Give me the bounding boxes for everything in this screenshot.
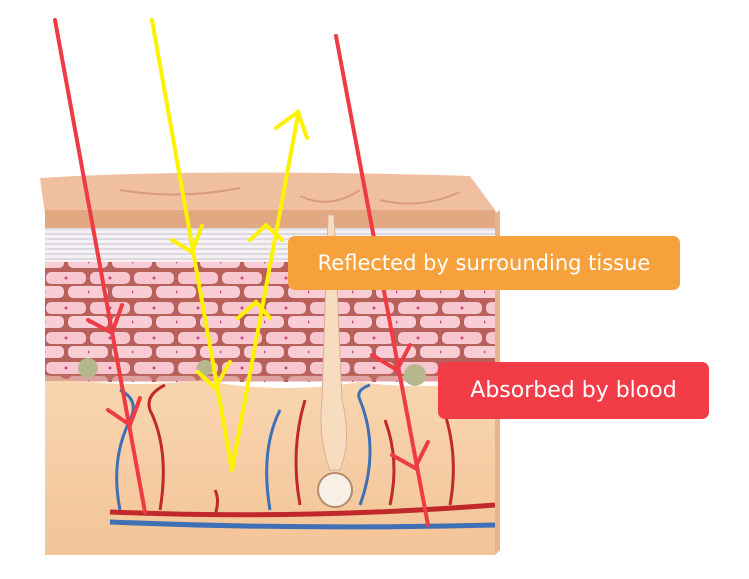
gland [197, 360, 213, 376]
skin-surface [40, 172, 498, 214]
yellow-light-ray [150, 18, 309, 472]
epidermis-layer [45, 210, 495, 230]
reflected-label: Reflected by surrounding tissue [288, 236, 680, 290]
skin-block [40, 172, 500, 555]
absorbed-label: Absorbed by blood [438, 362, 709, 419]
arrowhead-up [274, 108, 309, 140]
sweat-gland [317, 472, 353, 508]
gland [404, 364, 426, 386]
gland [78, 358, 98, 378]
red-light-ray-left [53, 18, 147, 514]
